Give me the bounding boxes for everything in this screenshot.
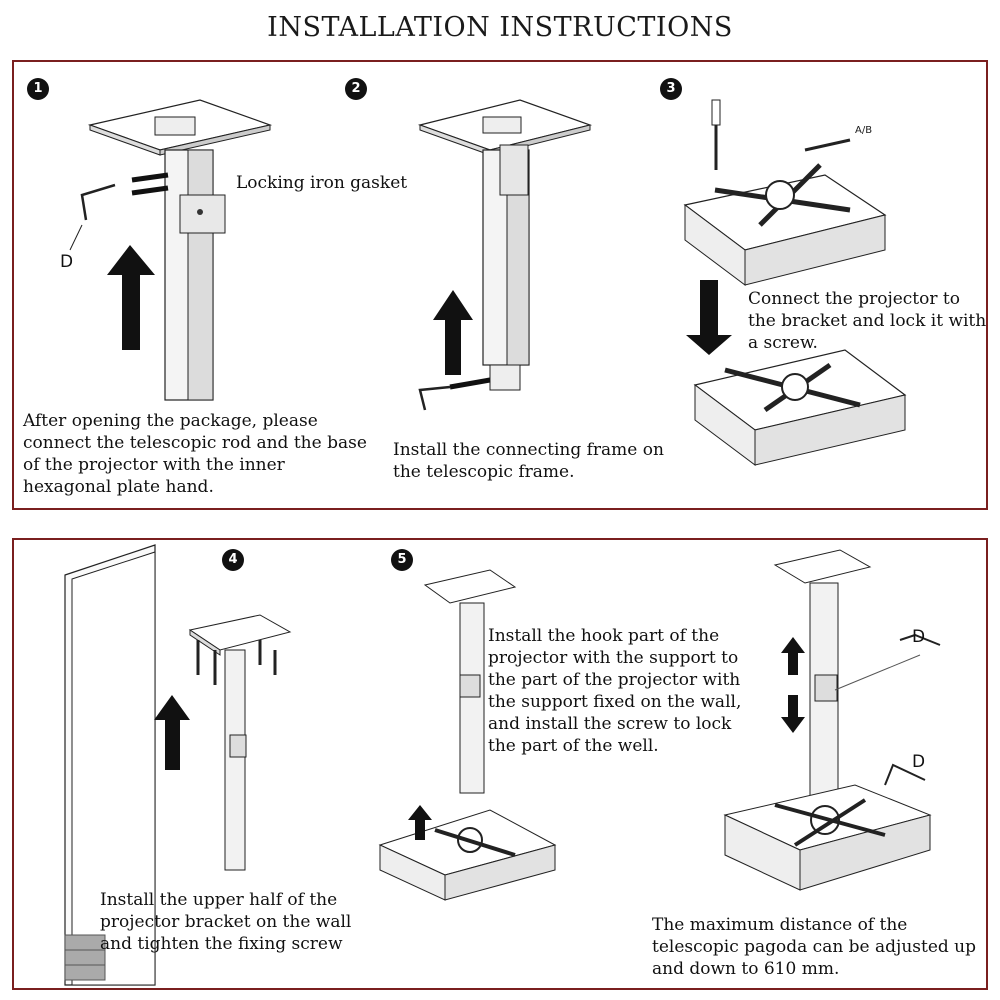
step-2-text: Install the connecting frame on the tele… [393, 440, 664, 482]
step-5-badge: 5 [391, 549, 413, 571]
step-1-callout: Locking iron gasket [236, 173, 408, 193]
step-5-text: Install the hook part of the projector w… [488, 626, 742, 756]
step-6-text: The maximum distance of the telescopic p… [652, 915, 976, 979]
step-1-badge: 1 [27, 78, 49, 100]
step-4-bracket-illustration [154, 614, 292, 871]
step-4-text: Install the upper half of the projector … [100, 890, 352, 954]
step-5-illustration [378, 569, 557, 901]
step-2-illustration [417, 99, 593, 411]
step-1-text: After opening the package, please connec… [23, 411, 367, 497]
page-title: INSTALLATION INSTRUCTIONS [267, 12, 733, 43]
step-4-badge: 4 [222, 549, 244, 571]
step-6-tool-label-2: D [912, 752, 926, 772]
step-2-badge: 2 [345, 78, 367, 100]
step-6-tool-label-1: D [912, 627, 926, 647]
step-1-illustration [69, 99, 273, 401]
step-3-badge: 3 [660, 78, 682, 100]
step-3-screw-label: A/B [855, 125, 873, 136]
step-3-illustration [683, 99, 907, 466]
step-1-tool-label: D [60, 252, 74, 272]
step-6-illustration [723, 549, 941, 891]
step-3-text: Connect the projector to the bracket and… [748, 289, 987, 353]
step-4-wall-illustration [64, 544, 156, 986]
